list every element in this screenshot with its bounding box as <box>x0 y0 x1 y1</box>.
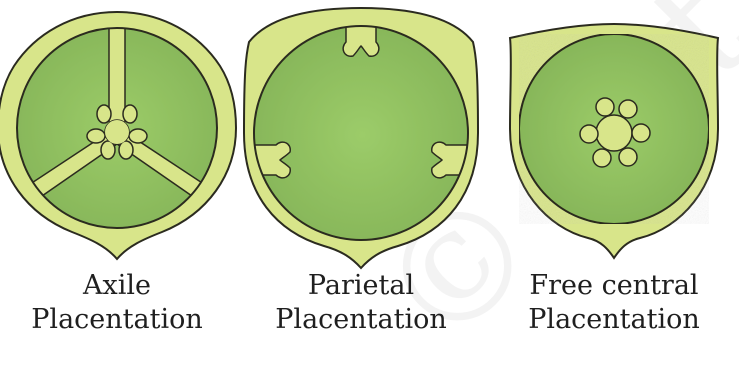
caption-axile: Axile Placentation <box>7 269 227 337</box>
caption-axile-line2: Placentation <box>7 303 227 337</box>
caption-axile-line1: Axile <box>7 269 227 303</box>
axile-placentation-diagram <box>0 12 236 259</box>
caption-parietal: Parietal Placentation <box>251 269 471 337</box>
free-central-placentation-diagram <box>510 24 718 258</box>
caption-free-central-line1: Free central <box>504 269 724 303</box>
parietal-placentation-diagram <box>244 8 478 268</box>
caption-parietal-line1: Parietal <box>251 269 471 303</box>
caption-free-central: Free central Placentation <box>504 269 724 337</box>
caption-free-central-line2: Placentation <box>504 303 724 337</box>
caption-parietal-line2: Placentation <box>251 303 471 337</box>
